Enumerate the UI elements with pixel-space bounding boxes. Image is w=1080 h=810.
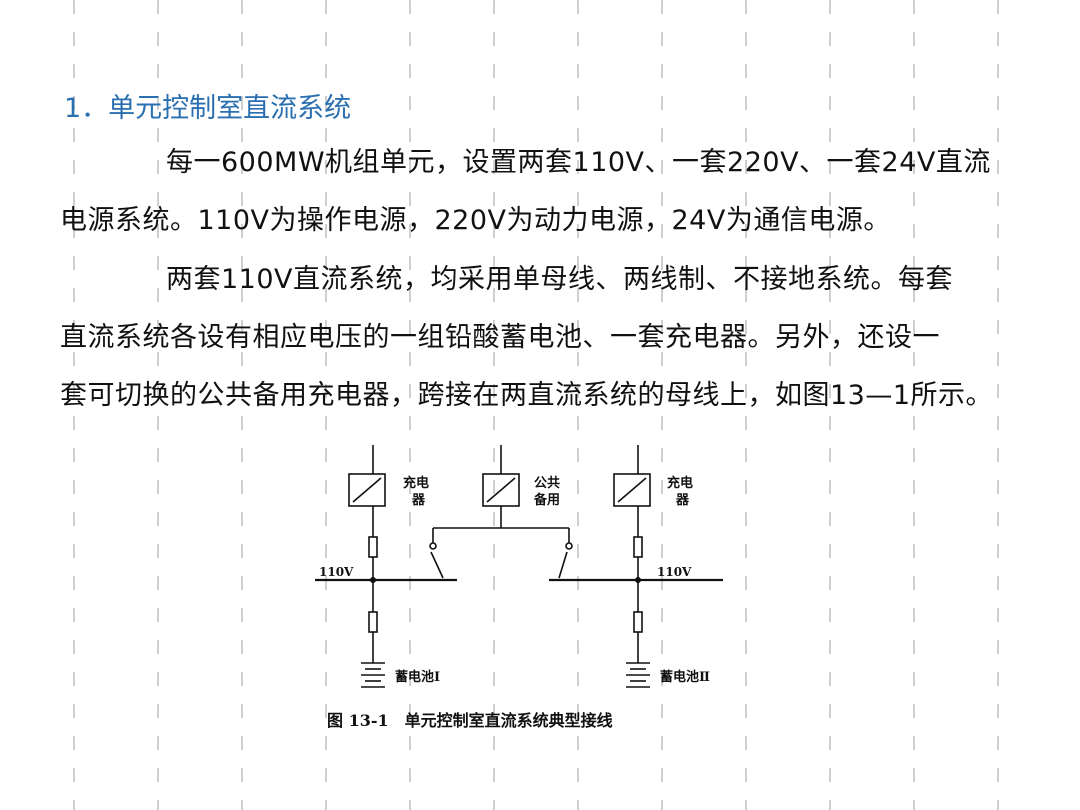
- left-fuse-upper: [368, 536, 378, 558]
- spare-charger-label-2: 备用: [533, 492, 560, 508]
- right-switch-blade: [558, 551, 568, 579]
- section-heading: 1．单元控制室直流系统: [64, 93, 352, 124]
- left-fuse-lower: [368, 611, 378, 633]
- paragraph-2-line-3: 套可切换的公共备用充电器，跨接在两直流系统的母线上，如图13—1所示。: [60, 380, 994, 411]
- dc-system-wiring-diagram: 充电 器 公共 备用 充电 器 110V 110V 蓄电池Ⅰ 蓄电池Ⅱ 图 13…: [315, 445, 723, 730]
- figure-caption: 图 13-1 单元控制室直流系统典型接线: [327, 711, 613, 730]
- left-charger-label-1: 充电: [403, 475, 429, 491]
- right-bus-label: 110V: [657, 565, 692, 579]
- paragraph-2-line-1: 两套110V直流系统，均采用单母线、两线制、不接地系统。每套: [166, 264, 954, 295]
- paragraph-1: 每一600MW机组单元，设置两套110V、一套220V、一套24V直流 电源系统…: [60, 134, 1040, 250]
- paragraph-2-line-2: 直流系统各设有相应电压的一组铅酸蓄电池、一套充电器。另外，还设一: [60, 322, 940, 353]
- right-charger-label-2: 器: [675, 493, 690, 508]
- left-charger-label-2: 器: [411, 493, 426, 508]
- spare-charger-label-1: 公共: [534, 475, 560, 491]
- figure-13-1: 充电 器 公共 备用 充电 器 110V 110V 蓄电池Ⅰ 蓄电池Ⅱ 图 13…: [305, 440, 735, 740]
- paragraph-1-line-1: 每一600MW机组单元，设置两套110V、一套220V、一套24V直流: [166, 147, 991, 178]
- paragraph-1-line-2: 电源系统。110V为操作电源，220V为动力电源，24V为通信电源。: [60, 205, 891, 236]
- left-switch-blade: [430, 551, 444, 579]
- left-charger-symbol: [348, 473, 386, 507]
- left-bus-label: 110V: [319, 565, 354, 579]
- paragraph-2: 两套110V直流系统，均采用单母线、两线制、不接地系统。每套 直流系统各设有相应…: [60, 251, 1040, 425]
- left-battery-label: 蓄电池Ⅰ: [395, 669, 440, 685]
- right-battery-label: 蓄电池Ⅱ: [660, 669, 710, 685]
- right-charger-label-1: 充电: [667, 475, 693, 491]
- right-charger-symbol: [613, 473, 651, 507]
- right-fuse-upper: [633, 536, 643, 558]
- right-fuse-lower: [633, 611, 643, 633]
